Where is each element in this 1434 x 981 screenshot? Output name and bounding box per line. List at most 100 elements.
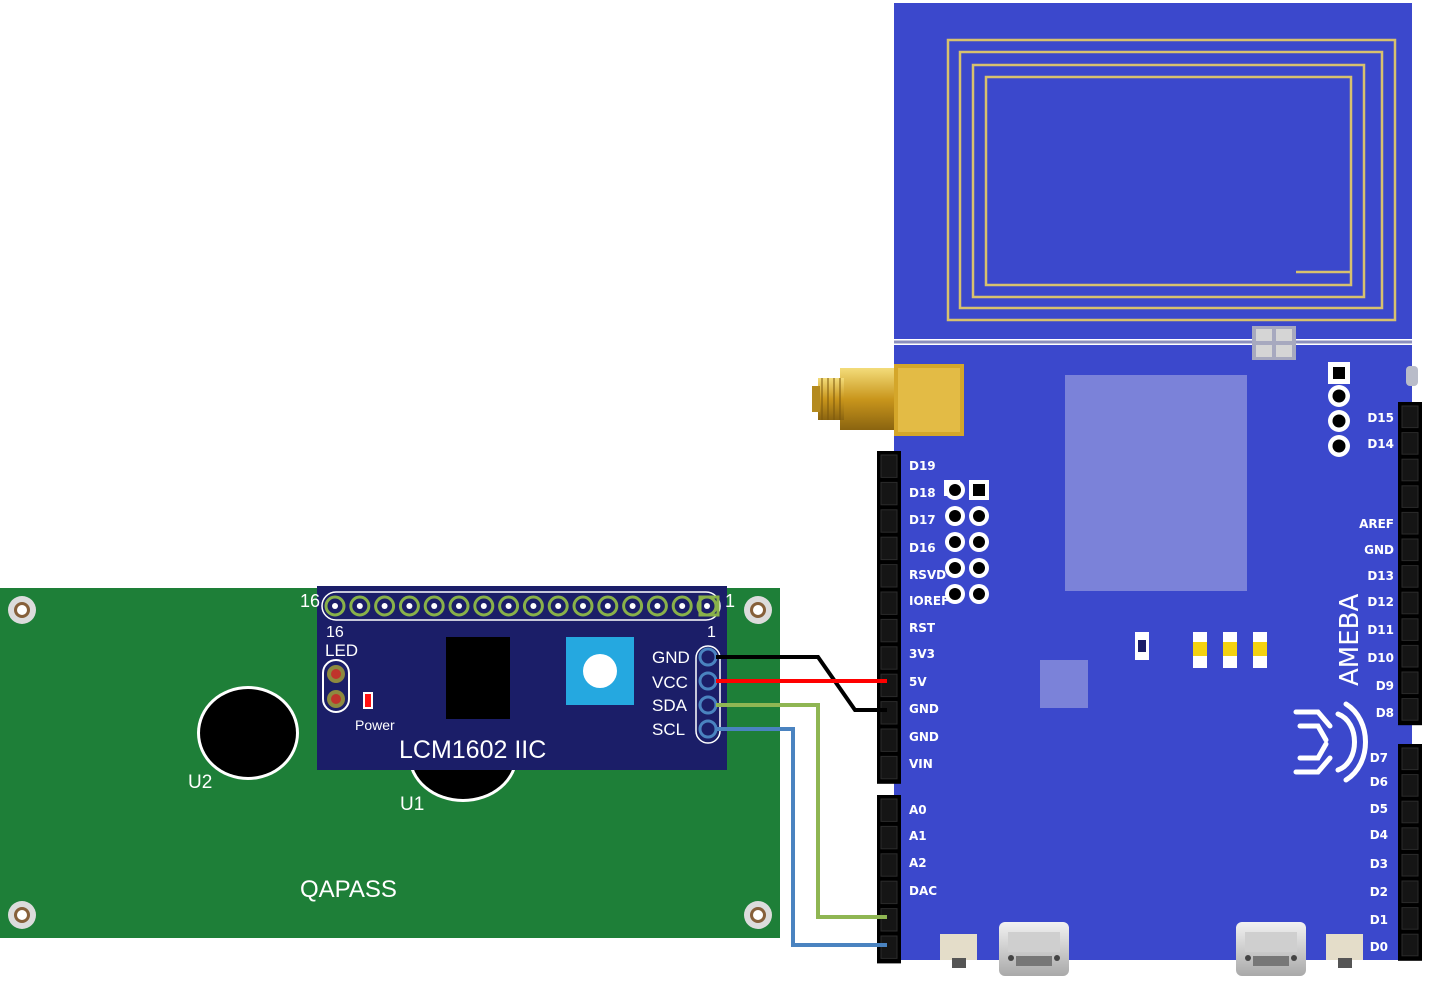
pin-label: A2	[909, 856, 927, 870]
usb-ports	[940, 922, 1363, 976]
header-socket[interactable]	[880, 509, 898, 533]
swd-header	[1328, 362, 1350, 457]
header-socket[interactable]	[880, 536, 898, 561]
header-pin	[349, 595, 371, 617]
header-socket[interactable]	[880, 935, 898, 959]
header-socket[interactable]	[1401, 880, 1419, 904]
left-header-analog	[877, 795, 901, 964]
header-socket[interactable]	[1401, 405, 1419, 429]
header-socket[interactable]	[1401, 511, 1419, 535]
header-pin	[622, 595, 644, 617]
pin-label: D10	[1367, 651, 1394, 665]
pin-label: D13	[1367, 569, 1394, 583]
pin-label: D9	[1376, 679, 1394, 693]
realtek-logo-icon	[1293, 701, 1368, 783]
mounting-holes	[8, 596, 772, 929]
pin-label: A0	[909, 803, 927, 817]
pin-label: RSVD	[909, 568, 946, 582]
antenna-jumper-pads	[1252, 326, 1296, 360]
nfc-antenna-area	[894, 3, 1412, 339]
header-pin	[547, 595, 569, 617]
header-socket[interactable]	[1401, 618, 1419, 641]
header-socket[interactable]	[1401, 907, 1419, 930]
power-label: Power	[355, 717, 395, 733]
i2c-pcb	[317, 586, 727, 770]
header-socket[interactable]	[1401, 747, 1419, 771]
header-pin	[671, 595, 693, 617]
header-socket[interactable]	[880, 591, 898, 615]
header-socket[interactable]	[1401, 644, 1419, 668]
pin-label: D3	[1370, 857, 1388, 871]
pin-label-sda: SDA	[652, 696, 688, 715]
header-socket[interactable]	[1401, 827, 1419, 850]
sma-connector	[812, 364, 964, 436]
header-socket[interactable]	[1401, 933, 1419, 957]
pin-label: D14	[1367, 437, 1394, 451]
header-socket[interactable]	[1401, 432, 1419, 455]
right-header-digital-low	[1398, 744, 1422, 961]
pin-label: D7	[1370, 751, 1388, 765]
header-socket[interactable]	[1401, 538, 1419, 562]
led-label: LED	[325, 641, 358, 660]
header-pin	[597, 595, 619, 617]
u1-label: U1	[400, 794, 424, 815]
header-socket[interactable]	[1401, 565, 1419, 588]
header-socket[interactable]	[1401, 591, 1419, 615]
header-pin	[374, 595, 396, 617]
pin-1-outer-label: 1	[725, 591, 735, 611]
header-socket[interactable]	[880, 564, 898, 588]
header-socket[interactable]	[880, 853, 898, 877]
header-socket[interactable]	[1401, 800, 1419, 824]
header-pin	[324, 595, 346, 617]
wire-gnd	[716, 655, 887, 712]
header-pin	[498, 595, 520, 617]
ameba-pin-labels: D19D18D17D16RSVDIOREFRST3V35VGNDGNDVINA0…	[909, 411, 1394, 954]
pin-label-gnd: GND	[652, 648, 690, 667]
header-socket[interactable]	[1401, 458, 1419, 482]
pin-label: GND	[909, 730, 939, 744]
small-chip	[1040, 660, 1088, 708]
header-pin	[572, 595, 594, 617]
header-socket[interactable]	[880, 798, 898, 822]
ameba-board: D19D18D17D16RSVDIOREFRST3V35VGNDGNDVINA0…	[812, 3, 1422, 976]
reset-button-edge[interactable]	[1406, 366, 1418, 386]
header-socket[interactable]	[1401, 671, 1419, 695]
left-header-power	[877, 451, 901, 784]
pin-label-scl: SCL	[652, 720, 685, 739]
header-socket[interactable]	[880, 646, 898, 670]
header-socket[interactable]	[880, 825, 898, 850]
header-socket[interactable]	[880, 481, 898, 506]
header-socket[interactable]	[1401, 774, 1419, 797]
header-socket[interactable]	[880, 454, 898, 478]
header-socket[interactable]	[1401, 853, 1419, 877]
header-pin	[646, 595, 668, 617]
pin-label: VIN	[909, 757, 933, 771]
header-socket[interactable]	[1401, 698, 1419, 721]
nfc-antenna-trace	[946, 38, 1397, 322]
header-socket[interactable]	[880, 755, 898, 780]
pin-label: D2	[1370, 885, 1388, 899]
pin-label: AREF	[1359, 517, 1394, 531]
header-socket[interactable]	[880, 908, 898, 932]
icsp-header	[944, 480, 989, 604]
pin-label: GND	[909, 702, 939, 716]
small-component-switch	[1135, 632, 1149, 660]
header-pin	[473, 595, 495, 617]
pin-label: D11	[1367, 623, 1394, 637]
led-jumper	[322, 659, 350, 713]
header-socket[interactable]	[1401, 485, 1419, 508]
pin-label-vcc: VCC	[652, 673, 688, 692]
pin-label: D8	[1376, 706, 1394, 720]
pin-label: GND	[1364, 543, 1394, 557]
header-socket[interactable]	[880, 673, 898, 698]
header-socket[interactable]	[880, 618, 898, 643]
header-pin	[448, 595, 470, 617]
module-title: LCM1602 IIC	[399, 736, 546, 764]
pin-label: DAC	[909, 884, 937, 898]
header-socket[interactable]	[880, 880, 898, 905]
power-led	[365, 694, 371, 707]
pin-label: D18	[909, 486, 936, 500]
header-socket[interactable]	[880, 728, 898, 752]
wires	[716, 655, 887, 947]
header-socket[interactable]	[880, 701, 898, 725]
